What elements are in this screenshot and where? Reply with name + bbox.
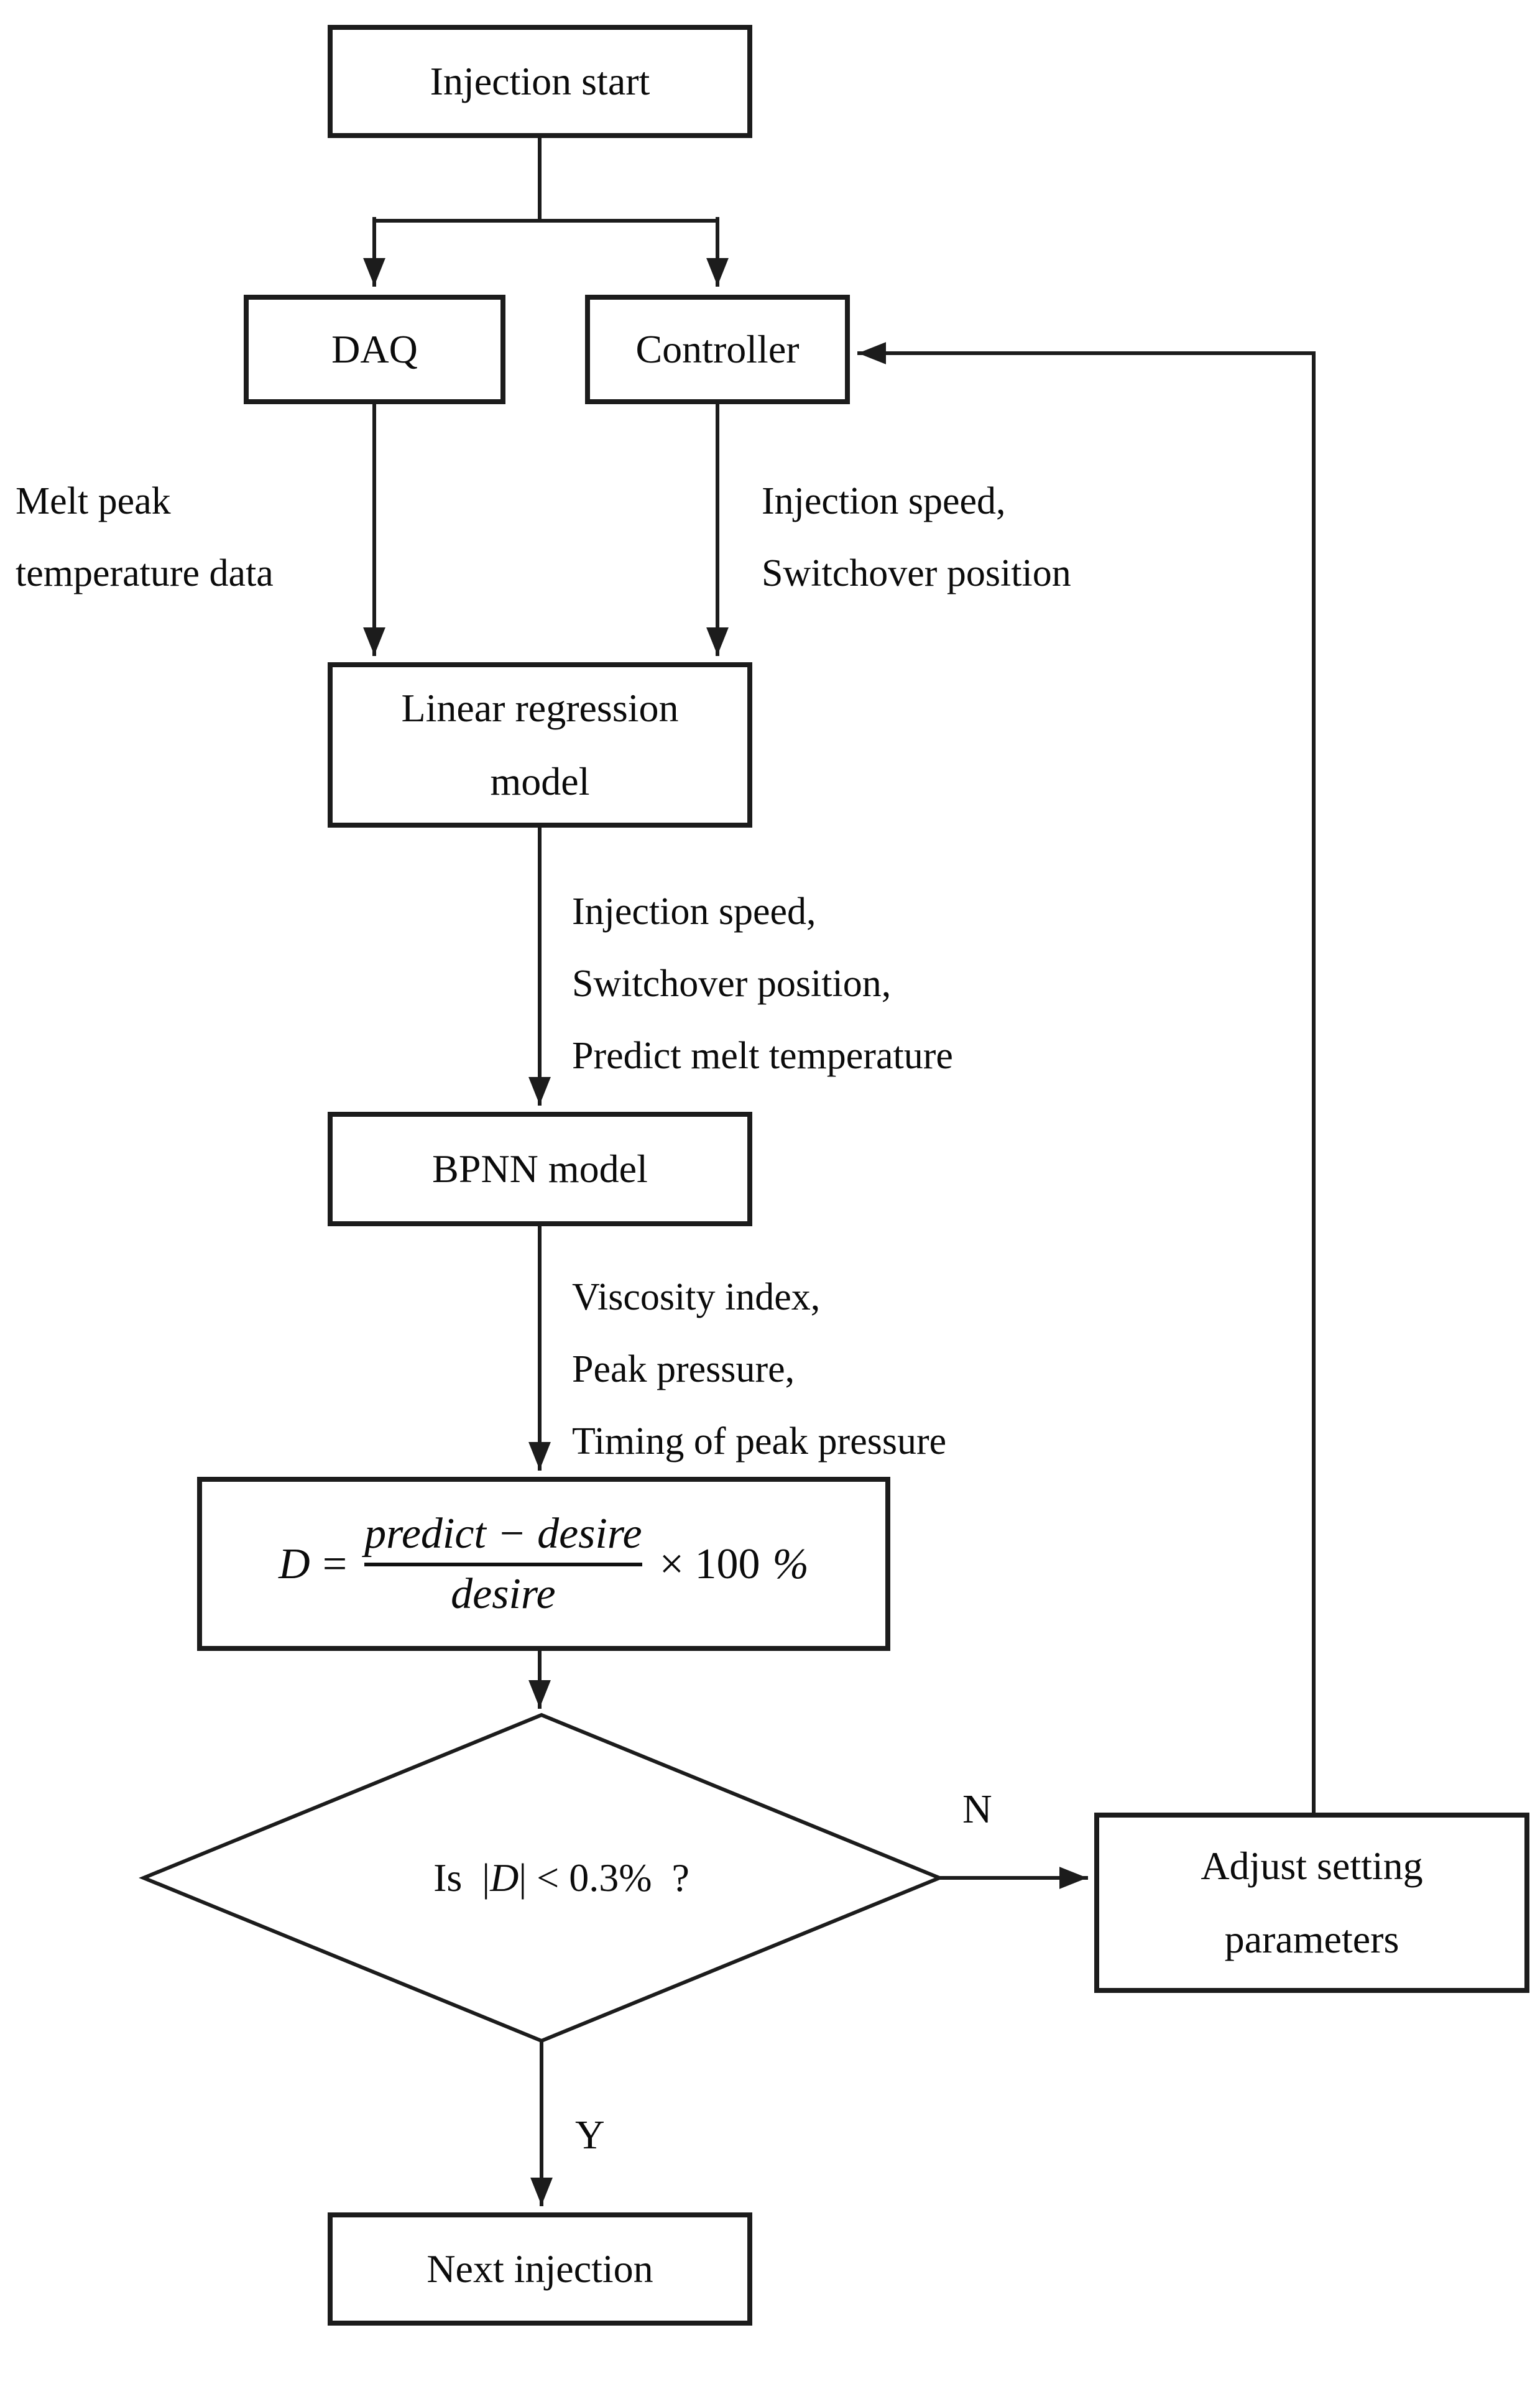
node-bpnn: BPNN model (328, 1112, 752, 1226)
label-bpnn-out-line2: Peak pressure, (572, 1348, 795, 1390)
edge-start-split (372, 136, 719, 223)
label-melt-peak: Melt peak temperature data (16, 465, 274, 609)
label-no-text: N (962, 1786, 992, 1832)
node-next-injection-label: Next injection (426, 2246, 653, 2291)
label-yes-text: Y (575, 2112, 605, 2158)
decision-text-after: | < 0.3% ? (519, 1856, 689, 1900)
label-bpnn-out-line3: Timing of peak pressure (572, 1420, 947, 1463)
label-controller-out: Injection speed, Switchover position (762, 465, 1071, 609)
label-melt-peak-line2: temperature data (16, 552, 274, 594)
node-linear-regression: Linear regression model (328, 662, 752, 828)
formula-numerator: predict − desire (364, 1510, 642, 1558)
formula-denominator: desire (451, 1570, 556, 1618)
formula-percent: % (772, 1540, 809, 1588)
formula-times: × 100 (659, 1540, 760, 1588)
label-melt-peak-line1: Melt peak (16, 480, 171, 522)
node-formula: D = predict − desire desire × 100 % (197, 1477, 890, 1651)
node-linear-regression-line1: Linear regression (401, 685, 679, 730)
formula-equals: = (322, 1540, 348, 1588)
node-daq: DAQ (244, 295, 505, 404)
label-branch-no: N (962, 1786, 992, 1833)
label-controller-out-line2: Switchover position (762, 552, 1071, 594)
fraction-bar (364, 1563, 642, 1566)
node-adjust-parameters: Adjust setting parameters (1094, 1813, 1529, 1993)
node-injection-start: Injection start (328, 25, 752, 138)
node-bpnn-label: BPNN model (432, 1146, 648, 1191)
node-daq-label: DAQ (331, 326, 418, 371)
label-controller-out-line1: Injection speed, (762, 480, 1006, 522)
node-controller: Controller (585, 295, 850, 404)
decision-diamond-shape (139, 1712, 944, 2043)
decision-question: Is |D| < 0.3% ? (394, 1809, 689, 1947)
label-lr-out-line1: Injection speed, (572, 890, 816, 933)
label-lr-out: Injection speed, Switchover position, Pr… (572, 876, 953, 1092)
label-bpnn-out: Viscosity index, Peak pressure, Timing o… (572, 1261, 946, 1477)
node-next-injection: Next injection (328, 2212, 752, 2326)
label-bpnn-out-line1: Viscosity index, (572, 1276, 821, 1318)
label-branch-yes: Y (575, 2112, 605, 2159)
formula-lhs: D (279, 1540, 310, 1588)
node-injection-start-label: Injection start (430, 58, 650, 103)
label-lr-out-line3: Predict melt temperature (572, 1035, 953, 1077)
label-lr-out-line2: Switchover position, (572, 963, 892, 1005)
node-adjust-line2: parameters (1224, 1917, 1399, 1961)
node-controller-label: Controller (635, 326, 800, 371)
decision-text-before: Is | (433, 1856, 491, 1900)
edge-adjust-loop-to-controller (857, 342, 1316, 1813)
node-adjust-line1: Adjust setting (1201, 1843, 1423, 1888)
node-linear-regression-line2: model (490, 759, 590, 803)
formula-fraction: predict − desire desire (364, 1510, 642, 1618)
decision-variable: D (490, 1856, 519, 1900)
